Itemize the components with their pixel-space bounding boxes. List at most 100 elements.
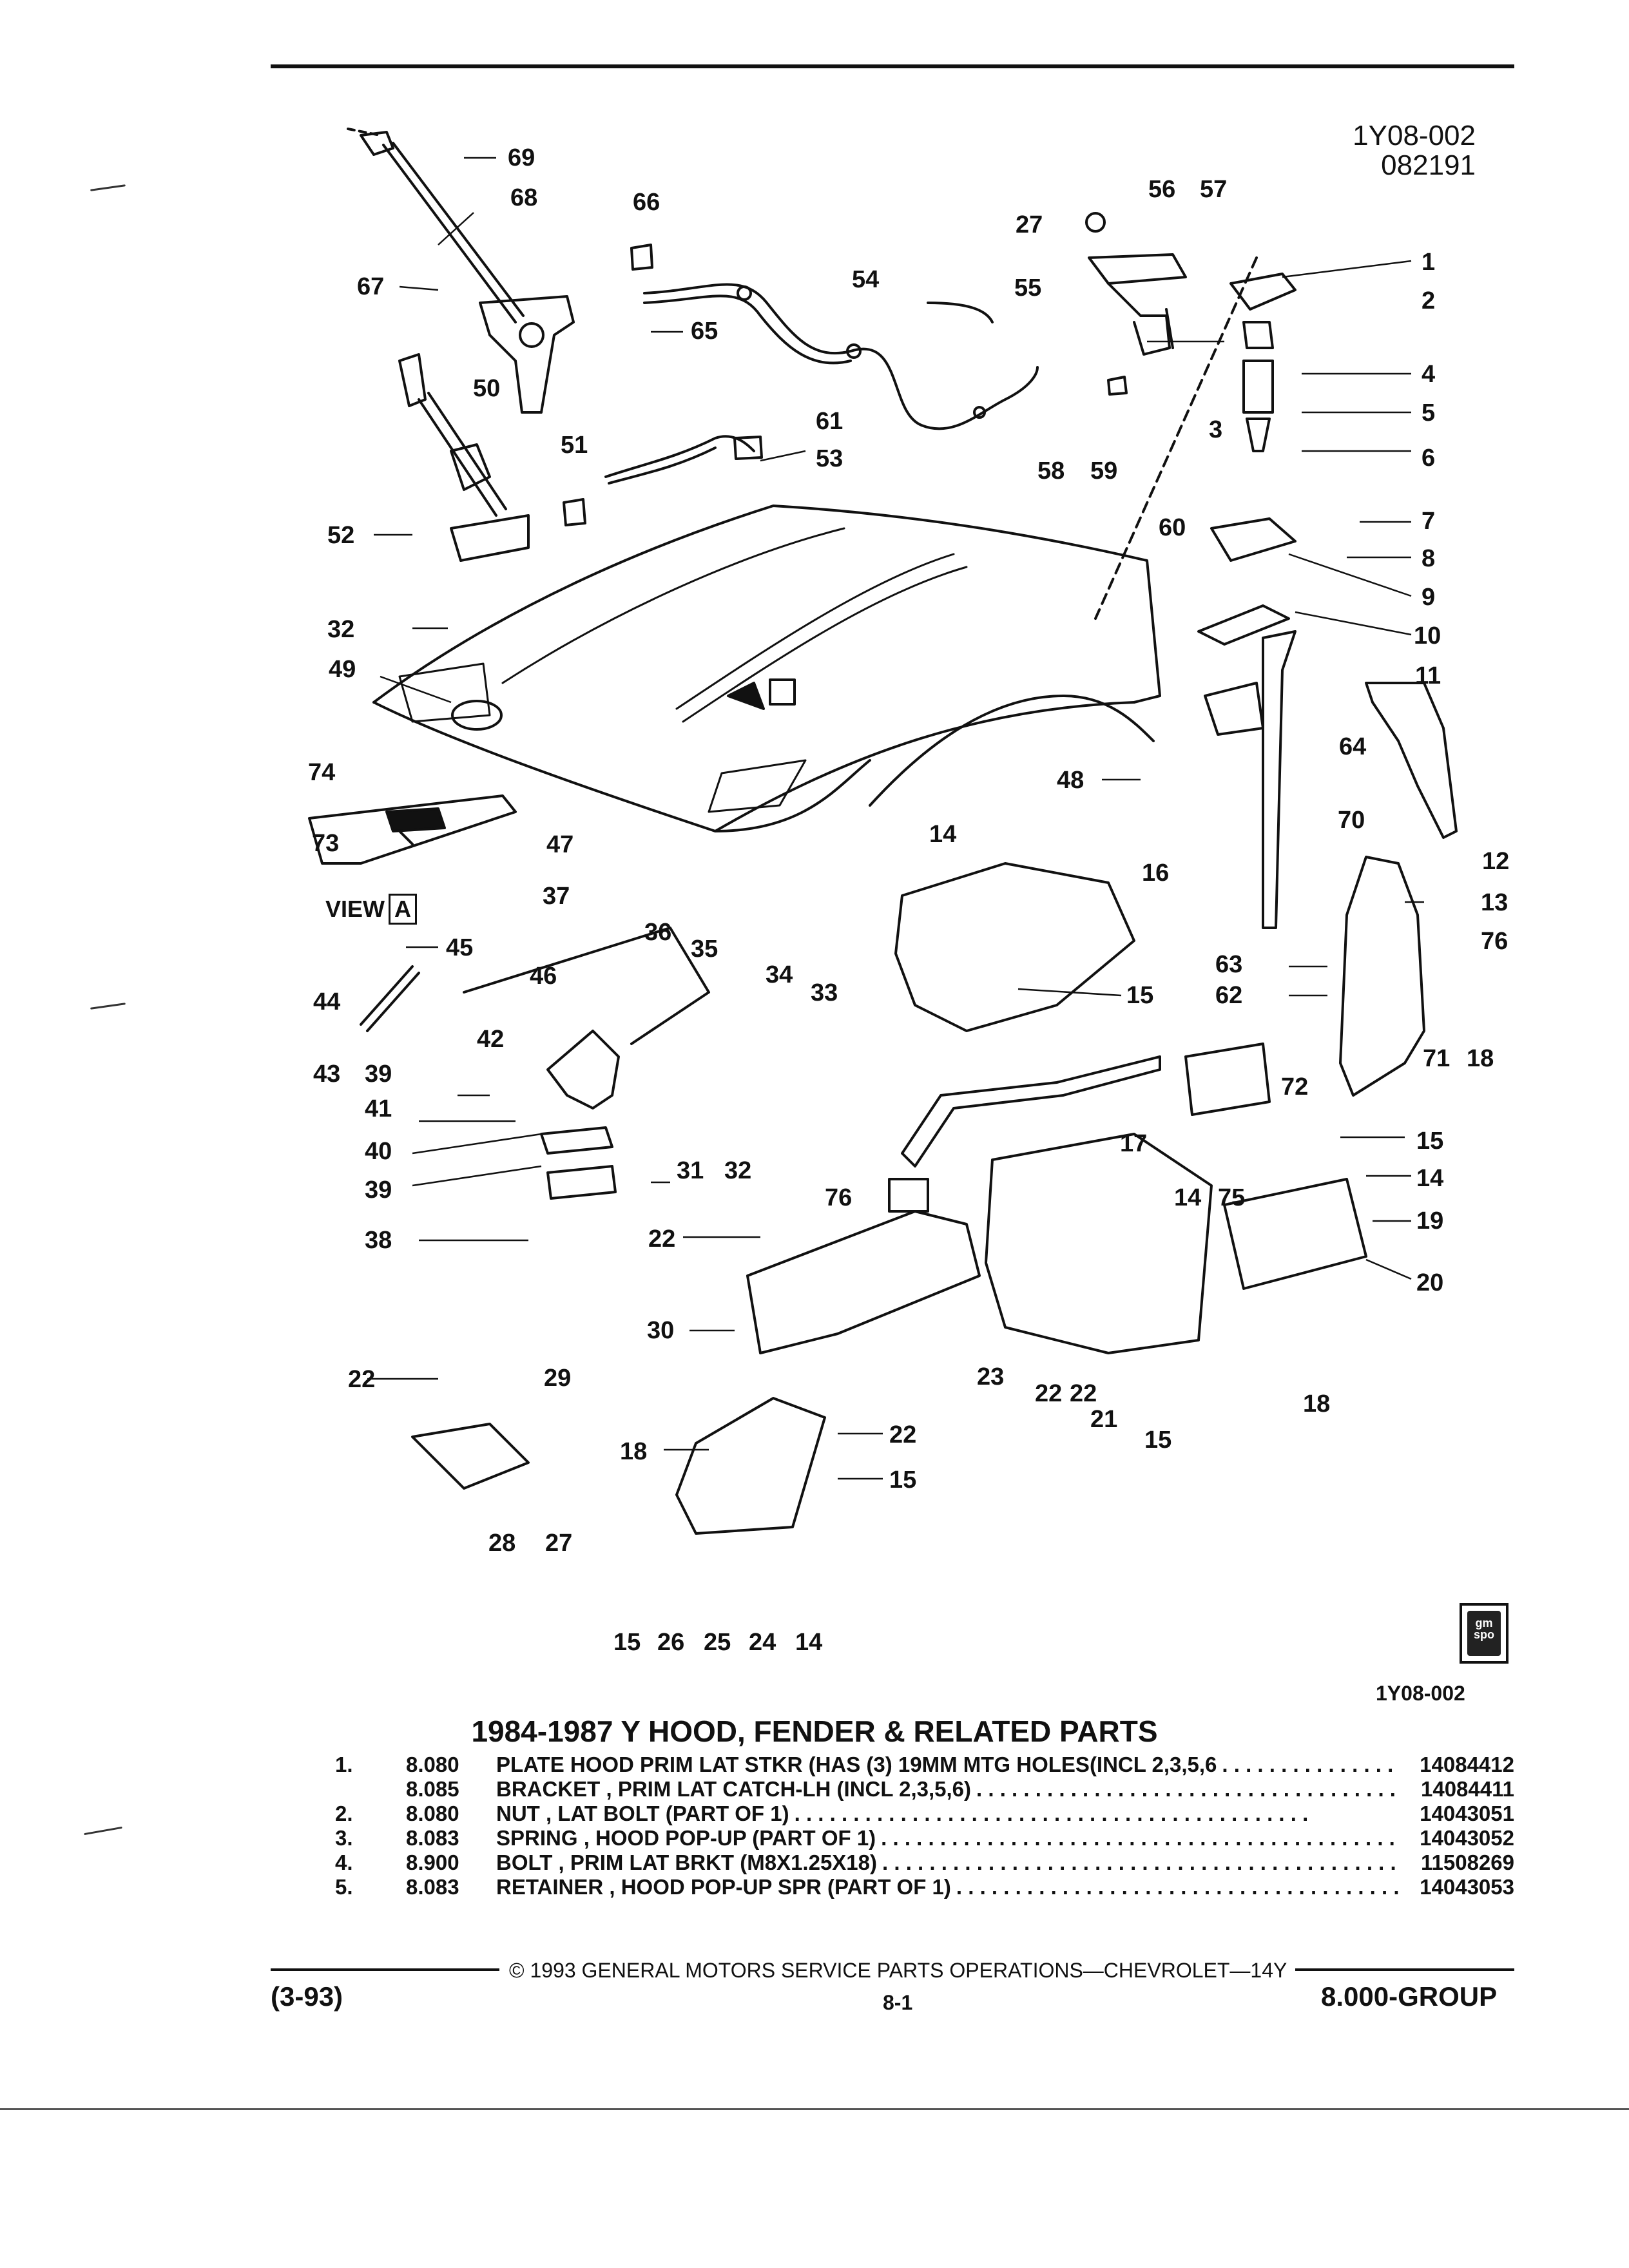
parts-list-title: 1984-1987 Y HOOD, FENDER & RELATED PARTS <box>471 1715 1158 1748</box>
callout-67: 67 <box>357 273 385 300</box>
page-number: 8-1 <box>883 1991 913 2014</box>
callout-22: 22 <box>648 1225 676 1253</box>
part-description-cell: BOLT , PRIM LAT BRKT (M8X1.25X18) . . . … <box>496 1850 1398 1875</box>
part-group-code: 8.080 <box>406 1753 459 1776</box>
callout-6: 6 <box>1422 445 1436 472</box>
callout-39: 39 <box>365 1061 392 1088</box>
callout-33: 33 <box>811 979 838 1006</box>
release-cable <box>643 283 1039 430</box>
hood-panel <box>372 505 1161 832</box>
part-item-number: 2. <box>335 1802 353 1825</box>
part-number: 14084411 <box>1420 1777 1514 1801</box>
leader-dots: . . . . . . . . . . . . . . . . . . . . … <box>976 1777 1398 1801</box>
callout-55: 55 <box>1014 274 1042 302</box>
callout-15-lower: 15 <box>1144 1427 1172 1454</box>
callout-1: 1 <box>1422 249 1436 276</box>
callout-56: 56 <box>1148 176 1176 203</box>
callout-42: 42 <box>477 1026 505 1053</box>
parts-list: 1. 8.080 PLATE HOOD PRIM LAT STKR (HAS (3)… <box>335 1753 1514 1899</box>
drawing-code: 1Y08-002 <box>1353 120 1476 151</box>
callout-9: 9 <box>1422 584 1436 611</box>
part-description: PLATE HOOD PRIM LAT STKR (HAS (3) 19MM M… <box>496 1753 1222 1776</box>
leader-dots: . . . . . . . . . . . . . . . . . . . . … <box>794 1802 1309 1825</box>
callout-68: 68 <box>510 184 538 211</box>
callout-75: 75 <box>1218 1184 1246 1211</box>
callout-63: 63 <box>1215 951 1243 978</box>
callout-12: 12 <box>1482 848 1510 875</box>
callout-18-right: 18 <box>1303 1390 1331 1418</box>
callout-66: 66 <box>633 189 660 216</box>
callout-14: 14 <box>929 821 957 848</box>
callout-30: 30 <box>647 1317 675 1344</box>
part-item-number: 5. <box>335 1875 353 1899</box>
inner-panel <box>985 1133 1213 1354</box>
callout-27: 27 <box>1016 211 1043 238</box>
part-description: BOLT , PRIM LAT BRKT (M8X1.25X18) <box>496 1850 883 1874</box>
footer-rule-left <box>271 1968 499 1971</box>
callout-41: 41 <box>365 1095 392 1122</box>
callout-11: 11 <box>1415 662 1441 689</box>
callout-39-lower: 39 <box>365 1177 392 1204</box>
callout-65: 65 <box>691 318 718 345</box>
callout-60: 60 <box>1159 514 1186 541</box>
callout-29: 29 <box>544 1365 572 1392</box>
callout-46: 46 <box>530 963 557 990</box>
part-description: RETAINER , HOOD POP-UP SPR (PART OF 1) <box>496 1875 956 1899</box>
margin-mark <box>84 1826 122 1836</box>
callout-71: 71 <box>1423 1045 1451 1072</box>
part-group-code: 8.083 <box>406 1875 459 1899</box>
callout-61: 61 <box>816 408 843 435</box>
callout-17: 17 <box>1120 1130 1148 1157</box>
callout-64: 64 <box>1339 733 1367 760</box>
callout-15-bottom: 15 <box>613 1629 641 1656</box>
front-bracket <box>746 1210 981 1354</box>
callout-27-lower: 27 <box>545 1530 573 1557</box>
callout-57: 57 <box>1200 176 1228 203</box>
callout-52: 52 <box>327 522 355 549</box>
callout-59: 59 <box>1090 457 1118 485</box>
part-group-code: 8.080 <box>406 1802 459 1825</box>
callout-54: 54 <box>852 266 880 293</box>
hood-prop-rod <box>347 128 575 414</box>
callout-23: 23 <box>977 1363 1005 1390</box>
callout-18: 18 <box>1467 1045 1494 1072</box>
part-group-code: 8.900 <box>406 1850 459 1874</box>
callout-76-lower: 76 <box>825 1184 853 1211</box>
callout-69: 69 <box>508 144 535 171</box>
callout-62: 62 <box>1215 982 1243 1009</box>
callout-28: 28 <box>488 1530 516 1557</box>
leader-dots: . . . . . . . . . . . . . . . . . . . . … <box>881 1826 1395 1850</box>
top-rule <box>271 64 1514 68</box>
small-strut <box>360 965 414 1026</box>
part-number: 14043052 <box>1420 1826 1514 1850</box>
leader-dots: . . . . . . . . . . . . . . . . . . . . … <box>882 1850 1396 1874</box>
callout-20: 20 <box>1416 1269 1444 1296</box>
hood-latch-assembly <box>1085 212 1187 396</box>
callout-26: 26 <box>657 1629 685 1656</box>
callout-72: 72 <box>1281 1073 1309 1100</box>
callout-35: 35 <box>691 936 718 963</box>
revision-date: (3-93) <box>271 1981 343 2012</box>
callout-58: 58 <box>1037 457 1065 485</box>
gas-strut <box>398 353 530 562</box>
latch-plate <box>1094 256 1296 620</box>
part-item-number: 1. <box>335 1753 353 1776</box>
lower-panel <box>675 1397 826 1535</box>
callout-15-lowright: 15 <box>889 1466 917 1494</box>
callout-40: 40 <box>365 1138 392 1165</box>
part-number: 11508269 <box>1420 1850 1514 1874</box>
callout-15-mid: 15 <box>1416 1128 1444 1155</box>
part-number: 14084412 <box>1420 1753 1514 1776</box>
callout-25: 25 <box>704 1629 731 1656</box>
callout-31: 31 <box>677 1157 704 1184</box>
parts-row: 1. 8.080 PLATE HOOD PRIM LAT STKR (HAS (3)… <box>335 1753 1514 1777</box>
callout-3: 3 <box>1209 416 1223 443</box>
view-label-text: VIEW <box>325 896 385 922</box>
callout-38: 38 <box>365 1227 392 1254</box>
callout-70: 70 <box>1338 807 1365 834</box>
wheelhouse <box>894 862 1135 1032</box>
